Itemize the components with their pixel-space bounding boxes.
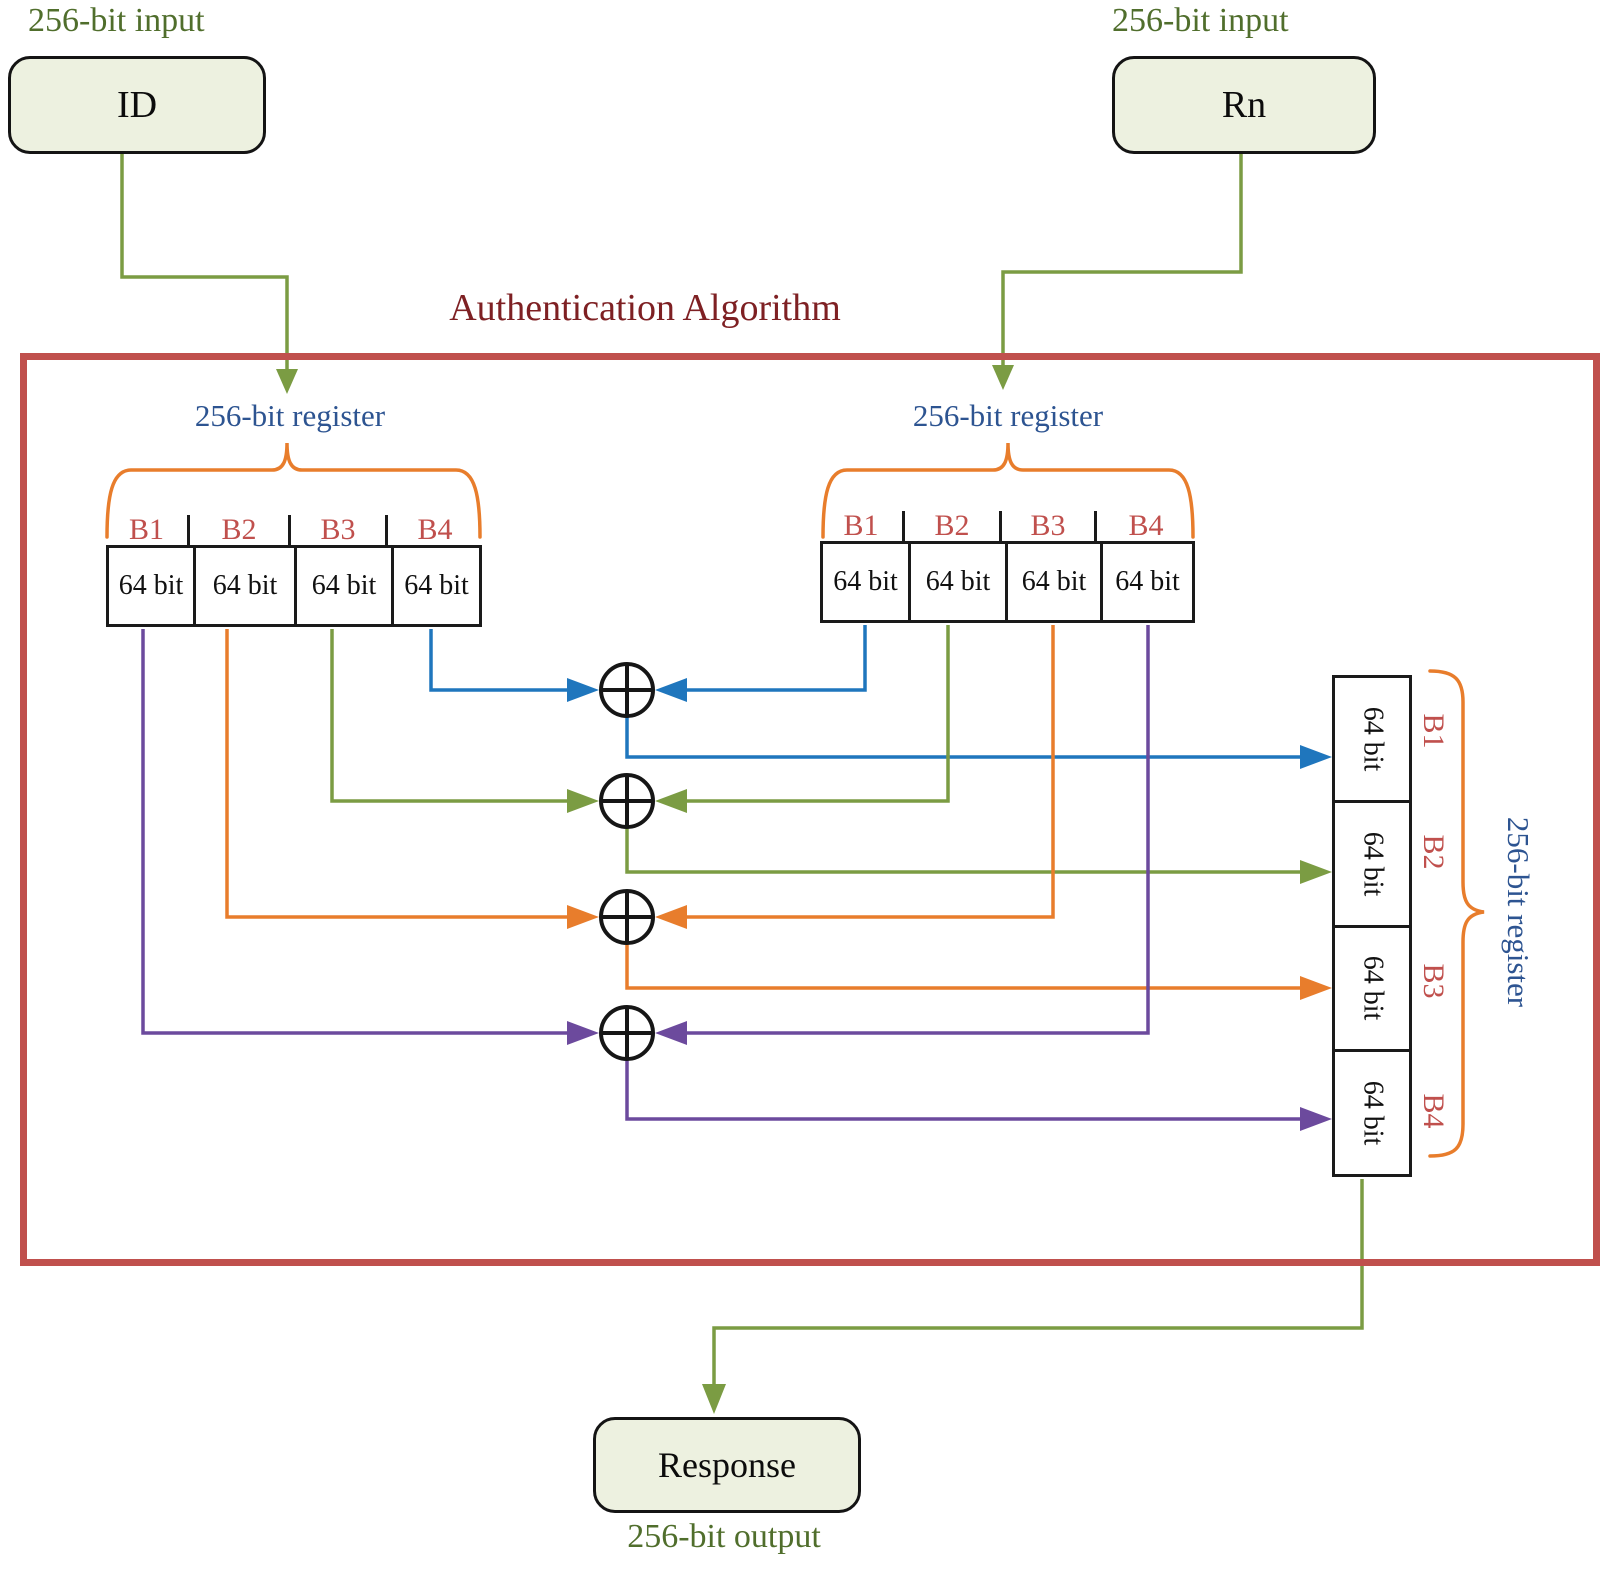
wire-xor2-to-output-b2 [625, 827, 1332, 884]
arrow-down-icon [992, 365, 1014, 390]
wire-xor3-to-output-b3 [625, 943, 1332, 1000]
block-label: B3 [1002, 511, 1097, 541]
arrow-right-icon [1300, 745, 1332, 769]
block-label: B4 [1128, 509, 1164, 542]
response-node-label: Response [658, 1445, 796, 1485]
authentication-algorithm-frame [20, 353, 1600, 1266]
id-node: ID [8, 56, 266, 154]
right-register-brace [821, 442, 1195, 539]
register-cell: 64 bit [391, 548, 479, 624]
wire-right-b4-to-xor4 [655, 625, 1150, 1045]
register-cell: 64 bit [118, 570, 184, 601]
algorithm-title: Authentication Algorithm [449, 287, 841, 329]
output-register-brace [1428, 669, 1485, 1158]
register-cell: 64 bit [1005, 544, 1100, 620]
arrow-right-icon [567, 678, 599, 702]
id-node-label: ID [116, 84, 158, 126]
block-label: B4 [1417, 1093, 1450, 1129]
right-register-caption: 256-bit register [912, 398, 1104, 433]
wire-xor4-to-output-b4 [625, 1059, 1332, 1131]
register-cell-text: 64 bit [1357, 1080, 1388, 1146]
arrow-right-icon [1300, 1107, 1332, 1131]
arrow-left-icon [655, 905, 687, 929]
wire-left-b2-to-xor3 [225, 629, 599, 929]
left-register-block-labels: B1 B2 B3 B4 [106, 515, 482, 545]
wire-output-register-to-response [702, 1179, 1364, 1414]
output-caption: 256-bit output [627, 1518, 821, 1555]
arrow-left-icon [655, 1021, 687, 1045]
xor1-icon [599, 662, 655, 718]
wire-right-b2-to-xor2 [655, 625, 950, 813]
left-register-cells: 64 bit 64 bit 64 bit 64 bit [106, 545, 482, 627]
block-label: B4 [417, 513, 453, 546]
register-cell: 64 bit [1335, 1049, 1409, 1174]
wire-left-b3-to-xor2 [330, 629, 599, 813]
block-label: B2 [905, 511, 1002, 541]
arrow-right-icon [1300, 860, 1332, 884]
block-label: B3 [1417, 963, 1450, 999]
arrow-right-icon [567, 789, 599, 813]
right-register-cells: 64 bit 64 bit 64 bit 64 bit [820, 541, 1195, 623]
right-register: B1 B2 B3 B4 64 bit 64 bit 64 bit 64 bit [820, 511, 1195, 623]
wire-right-b1-to-xor1 [655, 625, 867, 702]
arrow-left-icon [655, 789, 687, 813]
xor4-icon [599, 1005, 655, 1061]
left-register-brace [105, 442, 482, 539]
register-cell: 64 bit [1335, 678, 1409, 800]
wire-id-to-left-register [120, 149, 298, 394]
response-node: Response [593, 1417, 861, 1513]
arrow-down-icon [276, 369, 298, 394]
block-label: B2 [1417, 834, 1450, 870]
register-cell: 64 bit [908, 544, 1005, 620]
wire-left-b1-to-xor4 [141, 629, 599, 1045]
register-cell: 64 bit [833, 566, 898, 597]
block-label: B3 [291, 515, 388, 545]
register-cell: 64 bit [294, 548, 391, 624]
wire-left-b4-to-xor1 [429, 629, 599, 702]
register-cell: 64 bit [193, 548, 294, 624]
left-register-caption: 256-bit register [194, 398, 386, 433]
rn-node: Rn [1112, 56, 1376, 154]
left-input-caption: 256-bit input [28, 2, 205, 39]
wire-right-b3-to-xor3 [655, 625, 1055, 929]
register-cell-text: 64 bit [1357, 706, 1388, 772]
right-register-block-labels: B1 B2 B3 B4 [820, 511, 1195, 541]
output-register: 64 bit 64 bit 64 bit 64 bit [1332, 675, 1412, 1177]
arrow-right-icon [567, 1021, 599, 1045]
register-cell-text: 64 bit [1357, 831, 1388, 896]
arrow-down-icon [702, 1384, 726, 1414]
block-label: B1 [1417, 713, 1450, 749]
output-register-caption: 256-bit register [1501, 816, 1536, 1008]
rn-node-label: Rn [1221, 84, 1267, 126]
wire-rn-to-right-register [992, 149, 1243, 390]
arrow-right-icon [1300, 976, 1332, 1000]
register-cell-text: 64 bit [1357, 956, 1388, 1021]
right-input-caption: 256-bit input [1112, 2, 1289, 39]
left-register: B1 B2 B3 B4 64 bit 64 bit 64 bit 64 bit [106, 515, 482, 627]
block-label: B1 [820, 511, 905, 541]
register-cell: 64 bit [1100, 544, 1192, 620]
arrow-right-icon [567, 905, 599, 929]
wire-xor1-to-output-b1 [625, 716, 1332, 769]
register-cell: 64 bit [1335, 924, 1409, 1050]
block-label: B2 [190, 515, 291, 545]
register-cell: 64 bit [1335, 799, 1409, 925]
block-label: B1 [106, 515, 190, 545]
xor3-icon [599, 889, 655, 945]
arrow-left-icon [655, 678, 687, 702]
xor2-icon [599, 773, 655, 829]
